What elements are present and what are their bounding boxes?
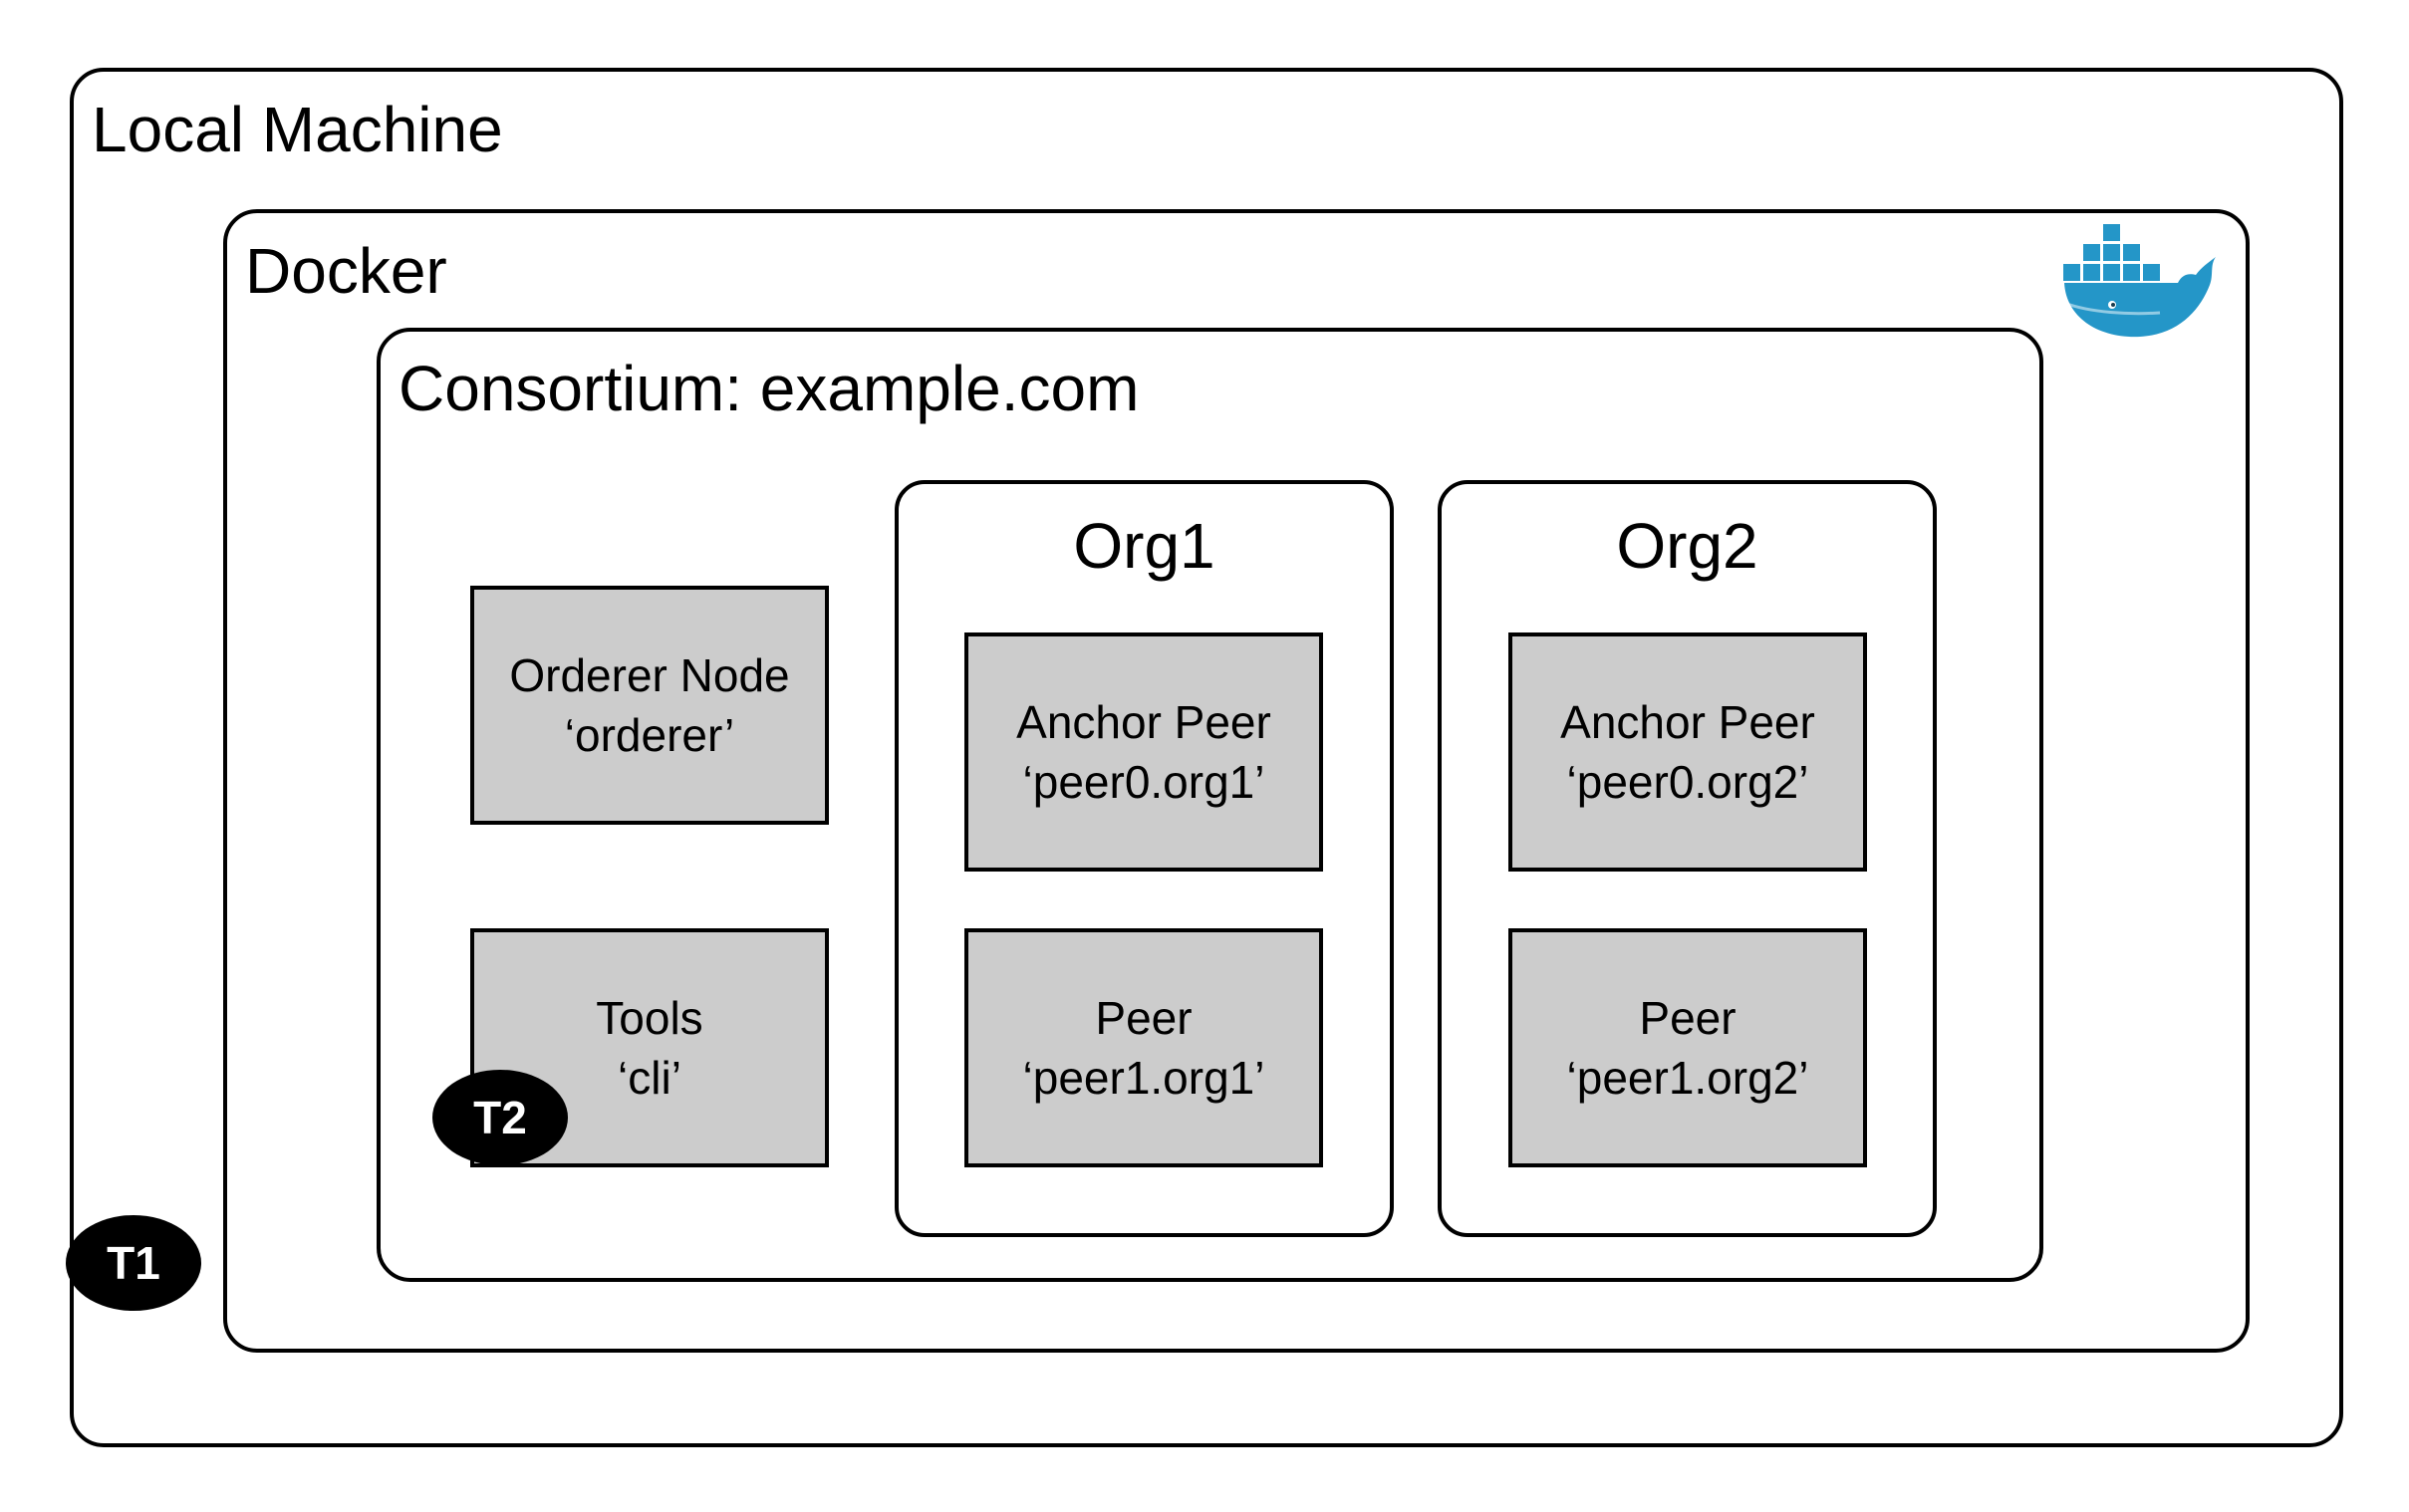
org2-title: Org2 [1616, 510, 1758, 582]
org2-anchor-peer-label: Anchor Peer [1560, 696, 1815, 748]
org2-anchor-peer: Anchor Peer ‘peer0.org2’ [1508, 632, 1867, 872]
org1-title: Org1 [1073, 510, 1215, 582]
tools-node-label: Tools [596, 992, 703, 1044]
tools-node-name: ‘cli’ [618, 1052, 681, 1104]
terminal-t2-badge: T2 [432, 1070, 568, 1165]
org1-anchor-peer-name: ‘peer0.org1’ [1022, 756, 1265, 808]
docker-whale-icon [2061, 223, 2216, 338]
orderer-node: Orderer Node ‘orderer’ [470, 586, 829, 825]
local-machine-title: Local Machine [92, 94, 503, 165]
org2-peer-label: Peer [1639, 992, 1737, 1044]
docker-title: Docker [245, 235, 447, 307]
org1-anchor-peer: Anchor Peer ‘peer0.org1’ [964, 632, 1323, 872]
org2-anchor-peer-name: ‘peer0.org2’ [1566, 756, 1809, 808]
orderer-node-label: Orderer Node [509, 649, 790, 701]
terminal-t1-badge: T1 [66, 1215, 201, 1311]
org1-peer: Peer ‘peer1.org1’ [964, 928, 1323, 1167]
consortium-title: Consortium: example.com [399, 353, 1140, 424]
org2-peer: Peer ‘peer1.org2’ [1508, 928, 1867, 1167]
org1-peer-label: Peer [1095, 992, 1193, 1044]
org1-peer-name: ‘peer1.org1’ [1022, 1052, 1265, 1104]
org1-anchor-peer-label: Anchor Peer [1016, 696, 1271, 748]
orderer-node-name: ‘orderer’ [564, 709, 735, 761]
org2-peer-name: ‘peer1.org2’ [1566, 1052, 1809, 1104]
